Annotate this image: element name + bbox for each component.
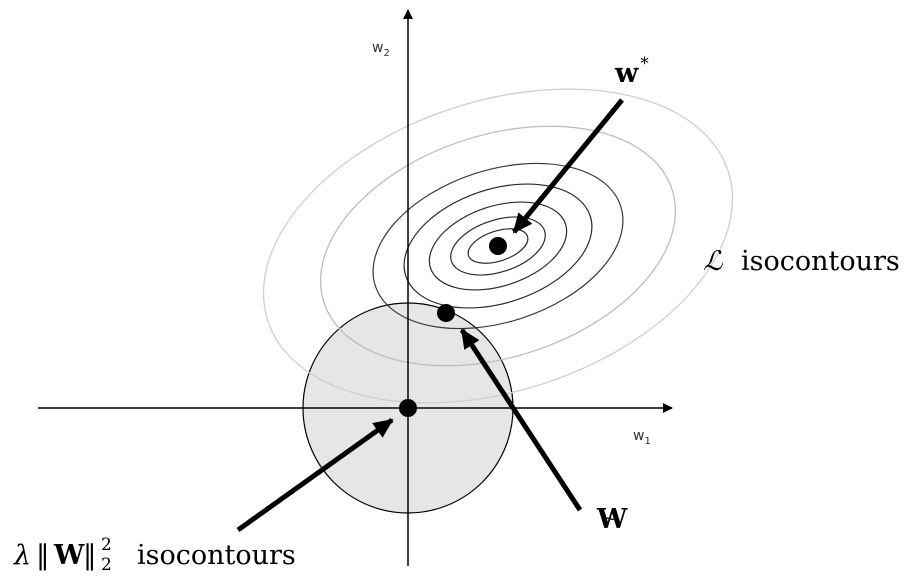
loss-isocontours-label: ℒ isocontours <box>703 246 900 277</box>
x-axis-label: w1 <box>633 428 651 447</box>
y-axis-label: w2 <box>372 40 390 59</box>
svg-text:W: W <box>53 540 85 571</box>
svg-text:ℒ: ℒ <box>703 246 723 277</box>
loss-contour-1 <box>467 228 529 264</box>
w-star-arrow <box>512 98 624 234</box>
w-tilde-point <box>437 304 455 322</box>
svg-text:isocontours: isocontours <box>137 540 296 571</box>
svg-text:~: ~ <box>603 509 617 529</box>
svg-text:λ: λ <box>13 540 31 571</box>
reg-arrow <box>236 417 394 533</box>
w-star-label: w* <box>614 54 649 89</box>
origin-point <box>399 399 417 417</box>
loss-contour-7 <box>262 88 734 404</box>
w-star-point <box>489 237 507 255</box>
svg-text:2: 2 <box>101 535 112 555</box>
svg-text:‖: ‖ <box>36 540 50 571</box>
svg-text:2: 2 <box>101 555 112 575</box>
loss-contour-6 <box>319 125 677 367</box>
loss-contour-2 <box>450 216 546 276</box>
reg-isocontours-label: λ ‖ W ‖ 2 2 isocontours <box>13 535 296 575</box>
loss-isocontours <box>262 88 734 404</box>
svg-text:‖: ‖ <box>83 540 97 571</box>
loss-contour-4 <box>403 183 593 309</box>
loss-contour-5 <box>372 162 624 330</box>
w-tilde-label: ~ W <box>596 504 628 535</box>
loss-contour-3 <box>428 201 568 291</box>
svg-text:isocontours: isocontours <box>741 246 900 277</box>
svg-text:W: W <box>596 504 628 535</box>
w-tilde-arrow <box>459 328 583 512</box>
